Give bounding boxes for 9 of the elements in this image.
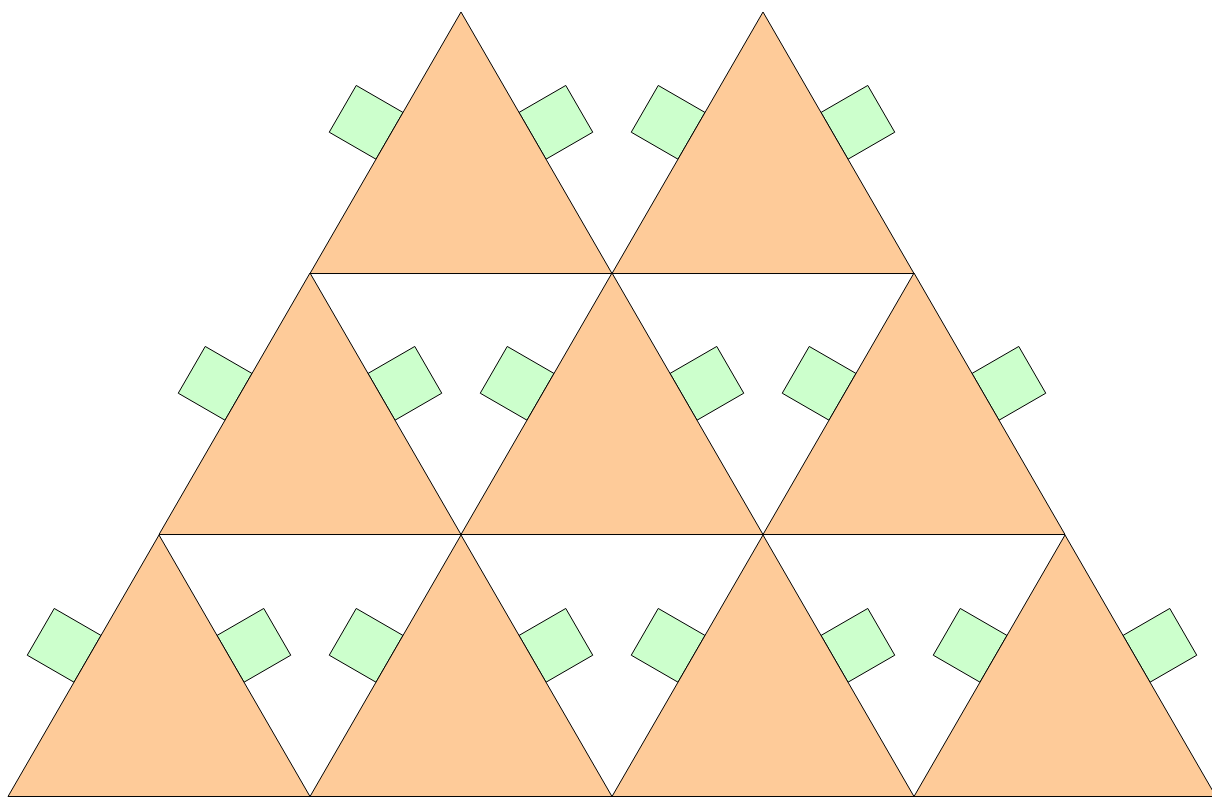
triangle-shape bbox=[762, 272, 1066, 536]
triangle-shape bbox=[913, 534, 1212, 797]
triangle-shape bbox=[7, 534, 311, 797]
triangle-shape bbox=[611, 534, 915, 797]
triangle-shape bbox=[309, 534, 613, 797]
triangle-shape bbox=[158, 272, 462, 536]
triangle-shape bbox=[611, 11, 915, 275]
triangle-shape bbox=[460, 272, 764, 536]
triangle-shape bbox=[309, 11, 613, 275]
